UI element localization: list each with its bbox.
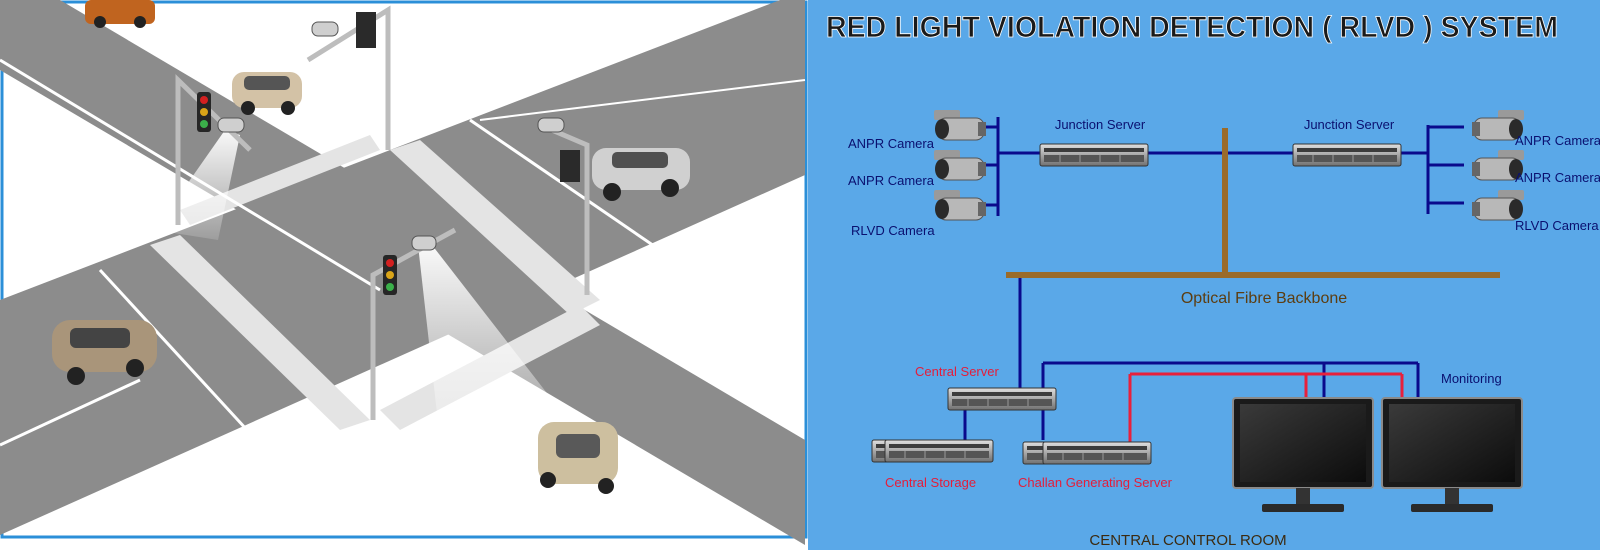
central-storage-label: Central Storage bbox=[885, 475, 976, 490]
challan-server-icon bbox=[1022, 441, 1152, 465]
central-server-icon bbox=[947, 387, 1057, 411]
left-camera-label: ANPR Camera bbox=[848, 136, 935, 151]
monitoring-label: Monitoring bbox=[1441, 371, 1502, 386]
camera-beam bbox=[418, 245, 560, 440]
junction-server-right-label: Junction Server bbox=[1304, 117, 1395, 132]
monitor-icon bbox=[1381, 397, 1523, 512]
monitor-icon bbox=[1232, 397, 1374, 512]
network-diagram: RED LIGHT VIOLATION DETECTION ( RLVD ) S… bbox=[808, 0, 1600, 550]
road-diagonal-cross bbox=[0, 0, 805, 535]
intersection-illustration bbox=[0, 0, 808, 545]
right-camera-label: ANPR Camera bbox=[1515, 170, 1600, 185]
car-icon bbox=[538, 422, 618, 494]
pole-camera-icon bbox=[217, 21, 565, 251]
left-camera-label: RLVD Camera bbox=[851, 223, 935, 238]
car-icon bbox=[592, 148, 690, 201]
junction-server-right-icon bbox=[1292, 143, 1402, 167]
diagram-title: RED LIGHT VIOLATION DETECTION ( RLVD ) S… bbox=[826, 11, 1558, 44]
signal-board bbox=[560, 150, 580, 182]
car-icon bbox=[232, 72, 302, 115]
right-camera-label: RLVD Camera bbox=[1515, 218, 1599, 233]
control-room-label: CENTRAL CONTROL ROOM bbox=[1089, 532, 1286, 549]
traffic-light-icon bbox=[197, 92, 211, 132]
car-icon bbox=[52, 320, 157, 385]
left-camera-label: ANPR Camera bbox=[848, 173, 935, 188]
central-server-label: Central Server bbox=[915, 364, 999, 379]
car-icon bbox=[85, 0, 155, 28]
challan-server-label: Challan Generating Server bbox=[1018, 475, 1173, 490]
signal-board bbox=[356, 12, 376, 48]
traffic-light-icon bbox=[383, 255, 397, 295]
central-storage-icon bbox=[871, 439, 994, 463]
backbone-label: Optical Fibre Backbone bbox=[1181, 290, 1347, 307]
junction-server-left-icon bbox=[1039, 143, 1149, 167]
right-camera-label: ANPR Camera bbox=[1515, 133, 1600, 148]
junction-server-left-label: Junction Server bbox=[1055, 117, 1146, 132]
